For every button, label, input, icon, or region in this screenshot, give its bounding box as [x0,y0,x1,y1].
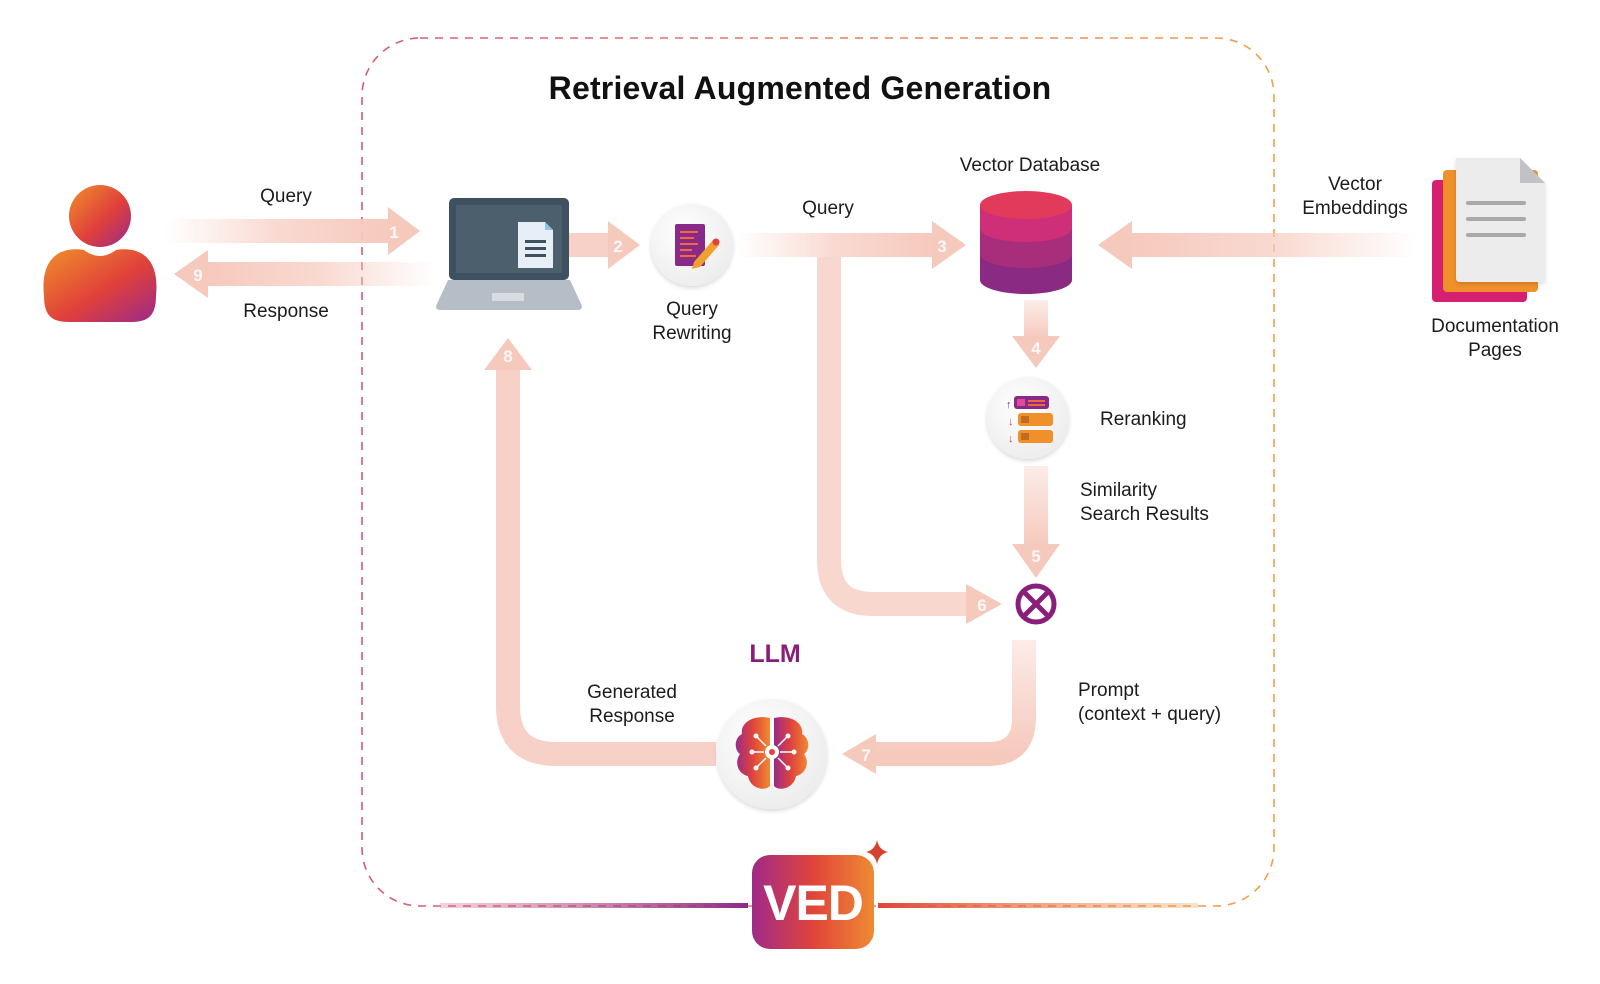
label-prompt: Prompt (context + query) [1078,680,1222,725]
step-number-9: 9 [193,266,202,285]
step-number-5: 5 [1031,547,1040,566]
page-title: Retrieval Augmented Generation [548,70,1052,106]
logo-line-right [878,903,1198,908]
arrow-step-4: 4 [1012,300,1060,368]
laptop-icon [436,198,582,310]
arrow-step-6: 6 [817,257,1002,624]
reranking-icon: ↑ ↓ ↓ [987,377,1069,459]
step-number-8: 8 [503,347,512,366]
label-llm: LLM [749,640,801,668]
arrow-step-9: 9 [174,250,435,298]
label-vector-database: Vector Database [959,155,1101,176]
label-response: Response [243,301,329,322]
logo-text: VED [763,875,863,931]
step-number-4: 4 [1031,339,1041,358]
database-icon [980,191,1072,294]
label-vector-embeddings: Vector Embeddings [1302,174,1408,219]
label-generated-response: Generated Response [587,682,677,727]
step-number-1: 1 [389,223,398,242]
label-reranking: Reranking [1100,409,1187,430]
logo-line-left [440,903,748,908]
label-query-rewriting: Query Rewriting [652,299,732,344]
rag-boundary [361,37,1275,907]
brain-icon [717,699,827,809]
arrow-vector-embeddings [1098,221,1418,269]
step-number-3: 3 [937,237,946,256]
label-documentation-pages: Documentation Pages [1431,316,1559,361]
arrow-step-8: 8 [484,338,716,766]
arrow-step-1: 1 [165,207,420,255]
arrow-step-7: 7 [842,640,1036,774]
circle-x-icon [1015,583,1057,625]
label-similarity-search-results: Similarity Search Results [1080,480,1209,525]
arrow-step-5: 5 [1012,466,1060,578]
arrow-step-2: 2 [568,221,640,269]
step-number-2: 2 [613,237,622,256]
label-query-user: Query [260,186,312,207]
user-icon [43,185,157,322]
svg-text:↑: ↑ [1006,399,1012,411]
label-query: Query [802,198,854,219]
document-edit-icon [651,204,733,286]
svg-text:↓: ↓ [1008,433,1014,445]
ved-logo: VED [752,840,888,949]
arrow-step-3: 3 [738,221,966,269]
step-number-6: 6 [977,596,986,615]
document-stack-icon [1432,158,1545,302]
step-number-7: 7 [861,746,870,765]
svg-text:↓: ↓ [1008,416,1014,428]
